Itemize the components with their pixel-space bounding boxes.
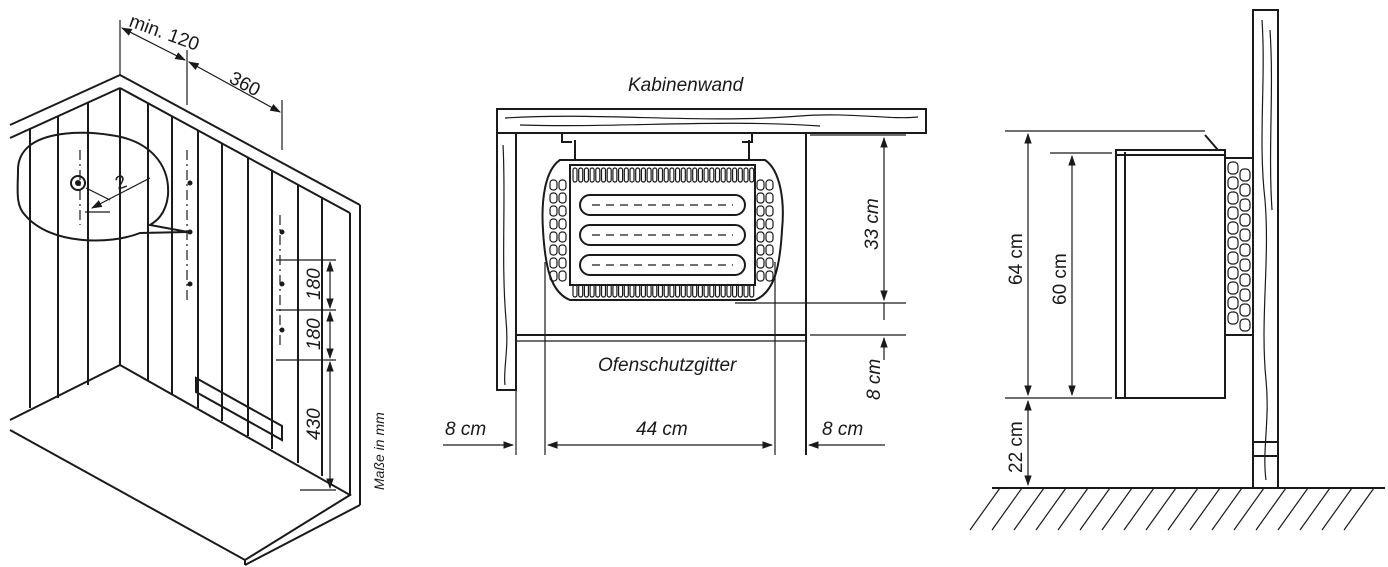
wall-post <box>1252 9 1279 489</box>
heater-top-view <box>541 159 784 301</box>
back-wall-boards <box>147 103 323 476</box>
dim-8-right-label: 8 cm <box>822 419 863 440</box>
heating-elements <box>579 194 746 276</box>
dimension-line-360 <box>188 61 281 113</box>
dim-2-label: 2 <box>113 171 130 194</box>
right-panel-side-view: 64 cm 60 cm 22 cm <box>969 9 1385 531</box>
dim-64-label: 64 cm <box>1006 233 1027 285</box>
dimension-line-min120 <box>121 27 186 61</box>
dim-180-top-label: 180 <box>304 268 325 300</box>
dim-33-label: 33 cm <box>862 198 883 250</box>
dim-22-label: 22 cm <box>1006 421 1027 473</box>
dim-430-label: 430 <box>304 408 325 440</box>
dim-8-vertical-label: 8 cm <box>864 359 885 400</box>
left-wall-post <box>496 132 517 391</box>
units-note: Maße in mm <box>371 412 387 490</box>
dim-60-label: 60 cm <box>1050 253 1071 305</box>
dim-180-bottom-label: 180 <box>304 318 325 350</box>
left-panel-sauna-corner: min. 120 360 2 180 180 430 Maße in mm <box>9 11 387 566</box>
screw-points <box>187 180 285 333</box>
detail-callout: 2 <box>16 131 189 242</box>
sauna-wall-outline <box>9 74 361 566</box>
dim-360-label: 360 <box>226 68 264 101</box>
cabin-wall-beam <box>496 108 927 134</box>
floor-hatching <box>969 487 1375 531</box>
mounting-rail <box>195 376 283 442</box>
left-wall-boards <box>29 102 89 408</box>
wall-label: Kabinenwand <box>628 75 745 96</box>
heater-side-view <box>1115 134 1254 399</box>
dim-8-left-label: 8 cm <box>445 419 486 440</box>
middle-panel-top-view: Kabinenwand <box>443 75 927 455</box>
guard-label: Ofenschutzgitter <box>598 355 737 376</box>
dim-44-label: 44 cm <box>636 419 688 440</box>
